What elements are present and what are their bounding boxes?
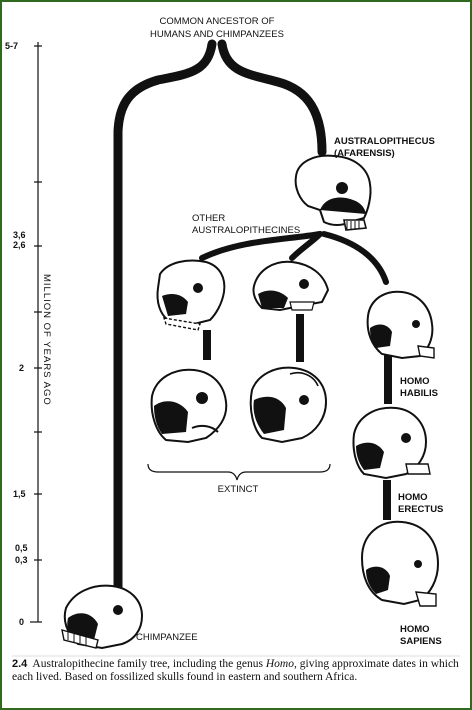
erectus-skull-icon xyxy=(353,408,430,478)
tick-label-5-7: 5-7 xyxy=(5,41,18,51)
caption-number: 2.4 xyxy=(12,658,27,670)
ancestor-label-line1: COMMON ANCESTOR OF xyxy=(160,16,275,27)
habilis-label-line2: HABILIS xyxy=(400,388,438,399)
branch-hominin xyxy=(222,44,322,152)
sapiens-skull-icon xyxy=(362,522,438,606)
sapiens-label-line1: HOMO xyxy=(400,624,430,635)
other-label-line2: AUSTRALOPITHECINES xyxy=(192,225,300,236)
extinct-label: EXTINCT xyxy=(218,484,259,495)
afarensis-label-line1: AUSTRALOPITHECUS xyxy=(334,136,435,147)
tree-branches xyxy=(118,44,388,587)
tick-label-3-6: 3,6 xyxy=(13,230,26,240)
erectus-label-line2: ERECTUS xyxy=(398,504,443,515)
chimpanzee-label: CHIMPANZEE xyxy=(136,632,198,643)
extinct-skull-right-icon xyxy=(251,368,326,442)
tick-label-0-5: 0,5 xyxy=(15,543,28,553)
other-label-line1: OTHER xyxy=(192,213,225,224)
habilis-label-line1: HOMO xyxy=(400,376,430,387)
extinct-skull-left-icon xyxy=(152,370,227,442)
habilis-skull-icon xyxy=(368,292,434,358)
australopithecine-skull-right-icon xyxy=(253,262,328,310)
sapiens-label-line2: SAPIENS xyxy=(400,636,442,647)
afarensis-label-line2: (AFARENSIS) xyxy=(334,148,395,159)
ancestor-label-line2: HUMANS AND CHIMPANZEES xyxy=(150,29,284,40)
caption-genus: Homo xyxy=(266,658,294,670)
time-axis: 5-7 3,6 2,6 2 1,5 0,5 0,3 0 MILLION OF Y… xyxy=(5,41,52,627)
axis-title: MILLION OF YEARS AGO xyxy=(41,274,52,406)
branch-homo xyxy=(324,234,386,282)
tick-label-2: 2 xyxy=(19,363,24,373)
figure-caption: 2.4 Australopithecine family tree, inclu… xyxy=(12,658,462,684)
tick-label-1-5: 1,5 xyxy=(13,489,26,499)
afarensis-skull-icon xyxy=(296,156,371,230)
extinct-bracket xyxy=(148,464,330,480)
tick-label-0-3: 0,3 xyxy=(15,555,28,565)
chimpanzee-skull-icon xyxy=(62,586,142,648)
caption-text-before: Australopithecine family tree, including… xyxy=(32,658,265,670)
tick-label-2-6: 2,6 xyxy=(13,240,26,250)
tick-label-0: 0 xyxy=(19,617,24,627)
erectus-label-line1: HOMO xyxy=(398,492,428,503)
australopithecine-skull-left-icon xyxy=(157,261,224,331)
